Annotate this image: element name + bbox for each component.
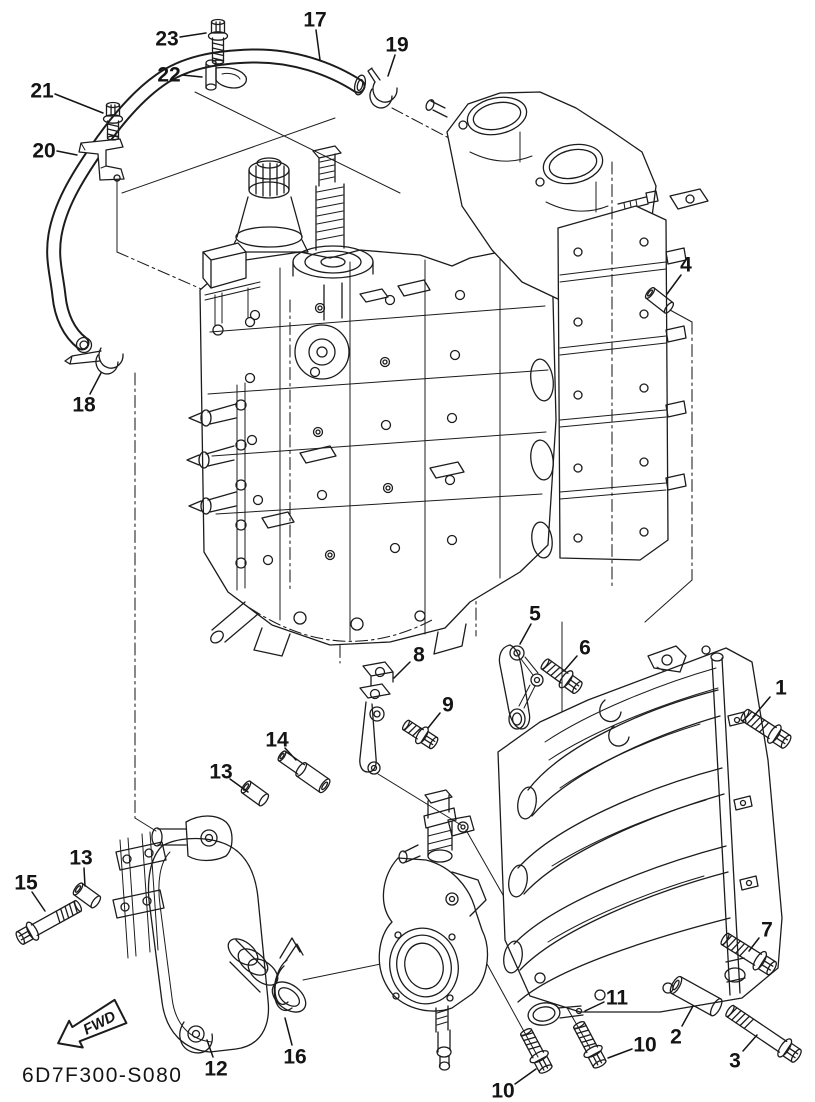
callout-1-0: 1 [775,677,787,700]
oil-tank [112,815,307,1054]
callout-13-14: 13 [69,847,92,870]
cylinder-head-plate [557,161,709,589]
callout-leader-13-13 [229,778,249,793]
callout-10-10: 10 [491,1080,514,1102]
part-stay-22 [205,59,248,91]
callout-14-15: 14 [265,729,289,752]
callout-23-24: 23 [155,28,178,51]
part-bolt-21 [102,101,124,141]
part-clamp-18 [64,347,124,375]
callout-21-22: 21 [30,80,54,103]
part-bolt-6 [540,658,583,695]
intake-manifold [497,645,783,1013]
callout-leader-21-22 [54,93,104,114]
callout-20-21: 20 [32,140,55,163]
callout-6-5: 6 [579,637,591,660]
callout-5-4: 5 [529,603,541,626]
callout-leader-12-12 [206,1039,214,1058]
hose-17 [46,48,367,354]
callout-17-18: 17 [303,9,326,32]
fwd-arrow: FWD [57,998,128,1049]
part-bolt-3 [725,1004,802,1063]
part-bolt-15 [15,900,83,945]
tank-mount-rails [112,831,167,959]
callout-8-7: 8 [413,644,425,667]
callout-leader-11-11 [584,1001,605,1012]
callout-leader-1-0 [752,696,771,718]
part-bolt-10b [519,1027,553,1074]
part-bolt-23 [207,18,229,65]
callout-leader-23-24 [179,32,207,38]
callout-leader-9-8 [427,712,441,729]
callout-leader-19-20 [387,54,396,77]
part-clamp-16 [273,937,304,1011]
callout-22-23: 22 [157,64,180,87]
callout-leader-14-15 [284,747,297,761]
callout-7-6: 7 [761,919,773,942]
callout-leader-8-7 [393,661,411,679]
callout-16-17: 16 [283,1046,306,1069]
part-clamp-11 [527,1002,584,1026]
throttle-body-lower [378,789,489,1071]
spark-plug-stubs [186,403,237,515]
engine-block [186,145,557,657]
callout-leader-13-14 [83,867,86,887]
callout-12-12: 12 [204,1058,227,1081]
callout-leader-16-17 [284,1017,293,1046]
callout-leader-15-16 [31,891,46,912]
callout-leader-5-4 [519,623,532,645]
pressure-regulator [423,789,457,863]
tank-upper-boss [151,815,233,862]
callout-18-19: 18 [72,394,96,417]
part-bolt-1 [740,708,792,749]
part-bracket-20 [78,138,125,182]
part-bolt-9 [401,719,439,750]
callout-leader-20-21 [56,150,78,156]
callout-layer: 1234567891010111213131415161718192021222… [14,9,787,1102]
part-stay-8 [359,661,394,775]
part-pipe-joint-14 [277,750,331,794]
callout-2-1: 2 [670,1026,682,1049]
center-shaft [292,145,374,380]
callout-leader-4-3 [666,274,682,295]
callout-leader-22-23 [181,74,203,78]
callout-leader-10-9 [607,1048,633,1059]
cap-and-cone [229,157,309,253]
part-bolt-10a [572,1020,607,1069]
part-collar-4 [644,286,675,314]
callout-leader-7-6 [748,937,760,952]
callout-10-9: 10 [633,1034,656,1057]
callout-9-8: 9 [442,694,454,717]
callout-15-16: 15 [14,872,38,895]
part-bracket-5 [498,644,544,730]
callout-leader-17-18 [315,29,321,61]
callout-4-3: 4 [680,254,692,277]
callout-leader-18-19 [89,372,102,395]
part-bolt-7 [720,932,777,976]
callout-leader-2-1 [681,1005,694,1027]
callout-leader-3-2 [742,1034,758,1052]
callout-11-11: 11 [606,987,629,1010]
part-collar-13b [72,882,102,909]
callout-leader-6-5 [563,655,578,672]
callout-3-2: 3 [729,1050,741,1073]
callout-leader-10-10 [514,1068,537,1085]
part-collar-2 [669,975,723,1017]
part-clamp-19 [367,67,398,109]
callout-13-13: 13 [209,761,232,784]
callout-19-20: 19 [385,34,408,57]
left-box [202,242,261,336]
diagram-code: 6D7F300-S080 [22,1064,182,1087]
part-collar-13a [240,780,270,807]
